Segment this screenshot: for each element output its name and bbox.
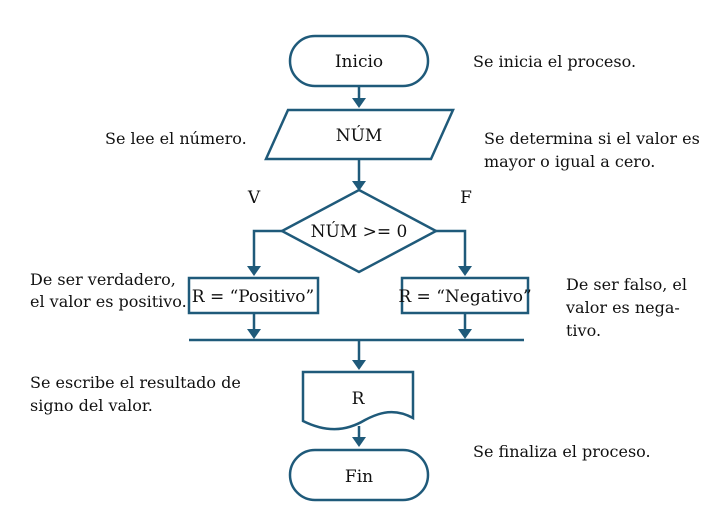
annotation-false-line-1: De ser falso, el: [566, 275, 687, 294]
arrowhead-output: [352, 360, 366, 370]
annotation-end-line-1: Se finaliza el proceso.: [473, 442, 651, 461]
true-process-box[interactable]: R = “Positivo”: [187, 276, 320, 315]
connectors: [189, 86, 524, 447]
arrowhead-end: [352, 437, 366, 447]
output-document[interactable]: R: [301, 370, 415, 431]
annotation-false-branch: De ser falso, el valor es nega- tivo.: [565, 275, 687, 340]
annotation-false-line-2: valor es nega-: [565, 298, 680, 317]
connector-decision-false: [436, 229, 467, 268]
true-branch-label: V: [247, 188, 261, 208]
end-label: Fin: [345, 467, 373, 487]
output-label: R: [352, 389, 366, 409]
annotation-true-branch: De ser verdadero, el valor es positivo.: [30, 270, 187, 311]
arrowhead-input: [352, 98, 366, 108]
annotation-output-line-1: Se escribe el resultado de: [30, 373, 241, 392]
annotation-decision-line-2: mayor o igual a cero.: [484, 152, 655, 171]
annotation-input-line-1: Se lee el número.: [105, 129, 247, 148]
annotation-input: Se lee el número.: [105, 129, 247, 148]
decision-diamond[interactable]: NÚM >= 0: [279, 188, 439, 274]
false-branch-label: F: [460, 188, 472, 208]
input-label: NÚM: [336, 125, 383, 146]
annotation-decision: Se determina si el valor es mayor o igua…: [484, 129, 700, 171]
annotation-true-line-2: el valor es positivo.: [30, 292, 187, 311]
end-terminal[interactable]: Fin: [288, 448, 430, 502]
connector-decision-true: [252, 229, 282, 268]
annotation-false-line-3: tivo.: [566, 321, 601, 340]
arrowhead-decision: [352, 181, 366, 191]
annotation-decision-line-1: Se determina si el valor es: [484, 129, 700, 148]
annotation-end: Se finaliza el proceso.: [473, 442, 651, 461]
arrowhead-false: [458, 266, 472, 276]
annotation-start-line-1: Se inicia el proceso.: [473, 52, 636, 71]
annotation-true-line-1: De ser verdadero,: [30, 270, 176, 289]
annotation-start: Se inicia el proceso.: [473, 52, 636, 71]
arrowhead-true: [247, 266, 261, 276]
start-terminal[interactable]: Inicio: [288, 34, 430, 88]
true-process-label: R = “Positivo”: [192, 287, 315, 307]
false-process-label: R = “Negativo”: [398, 287, 531, 307]
annotation-output: Se escribe el resultado de signo del val…: [30, 373, 241, 415]
false-process-box[interactable]: R = “Negativo”: [398, 276, 532, 315]
start-label: Inicio: [335, 52, 383, 72]
arrowhead-true-merge: [247, 329, 261, 339]
input-parallelogram[interactable]: NÚM: [264, 108, 455, 161]
decision-label: NÚM >= 0: [311, 221, 408, 242]
arrowhead-false-merge: [458, 329, 472, 339]
annotation-output-line-2: signo del valor.: [30, 396, 153, 415]
